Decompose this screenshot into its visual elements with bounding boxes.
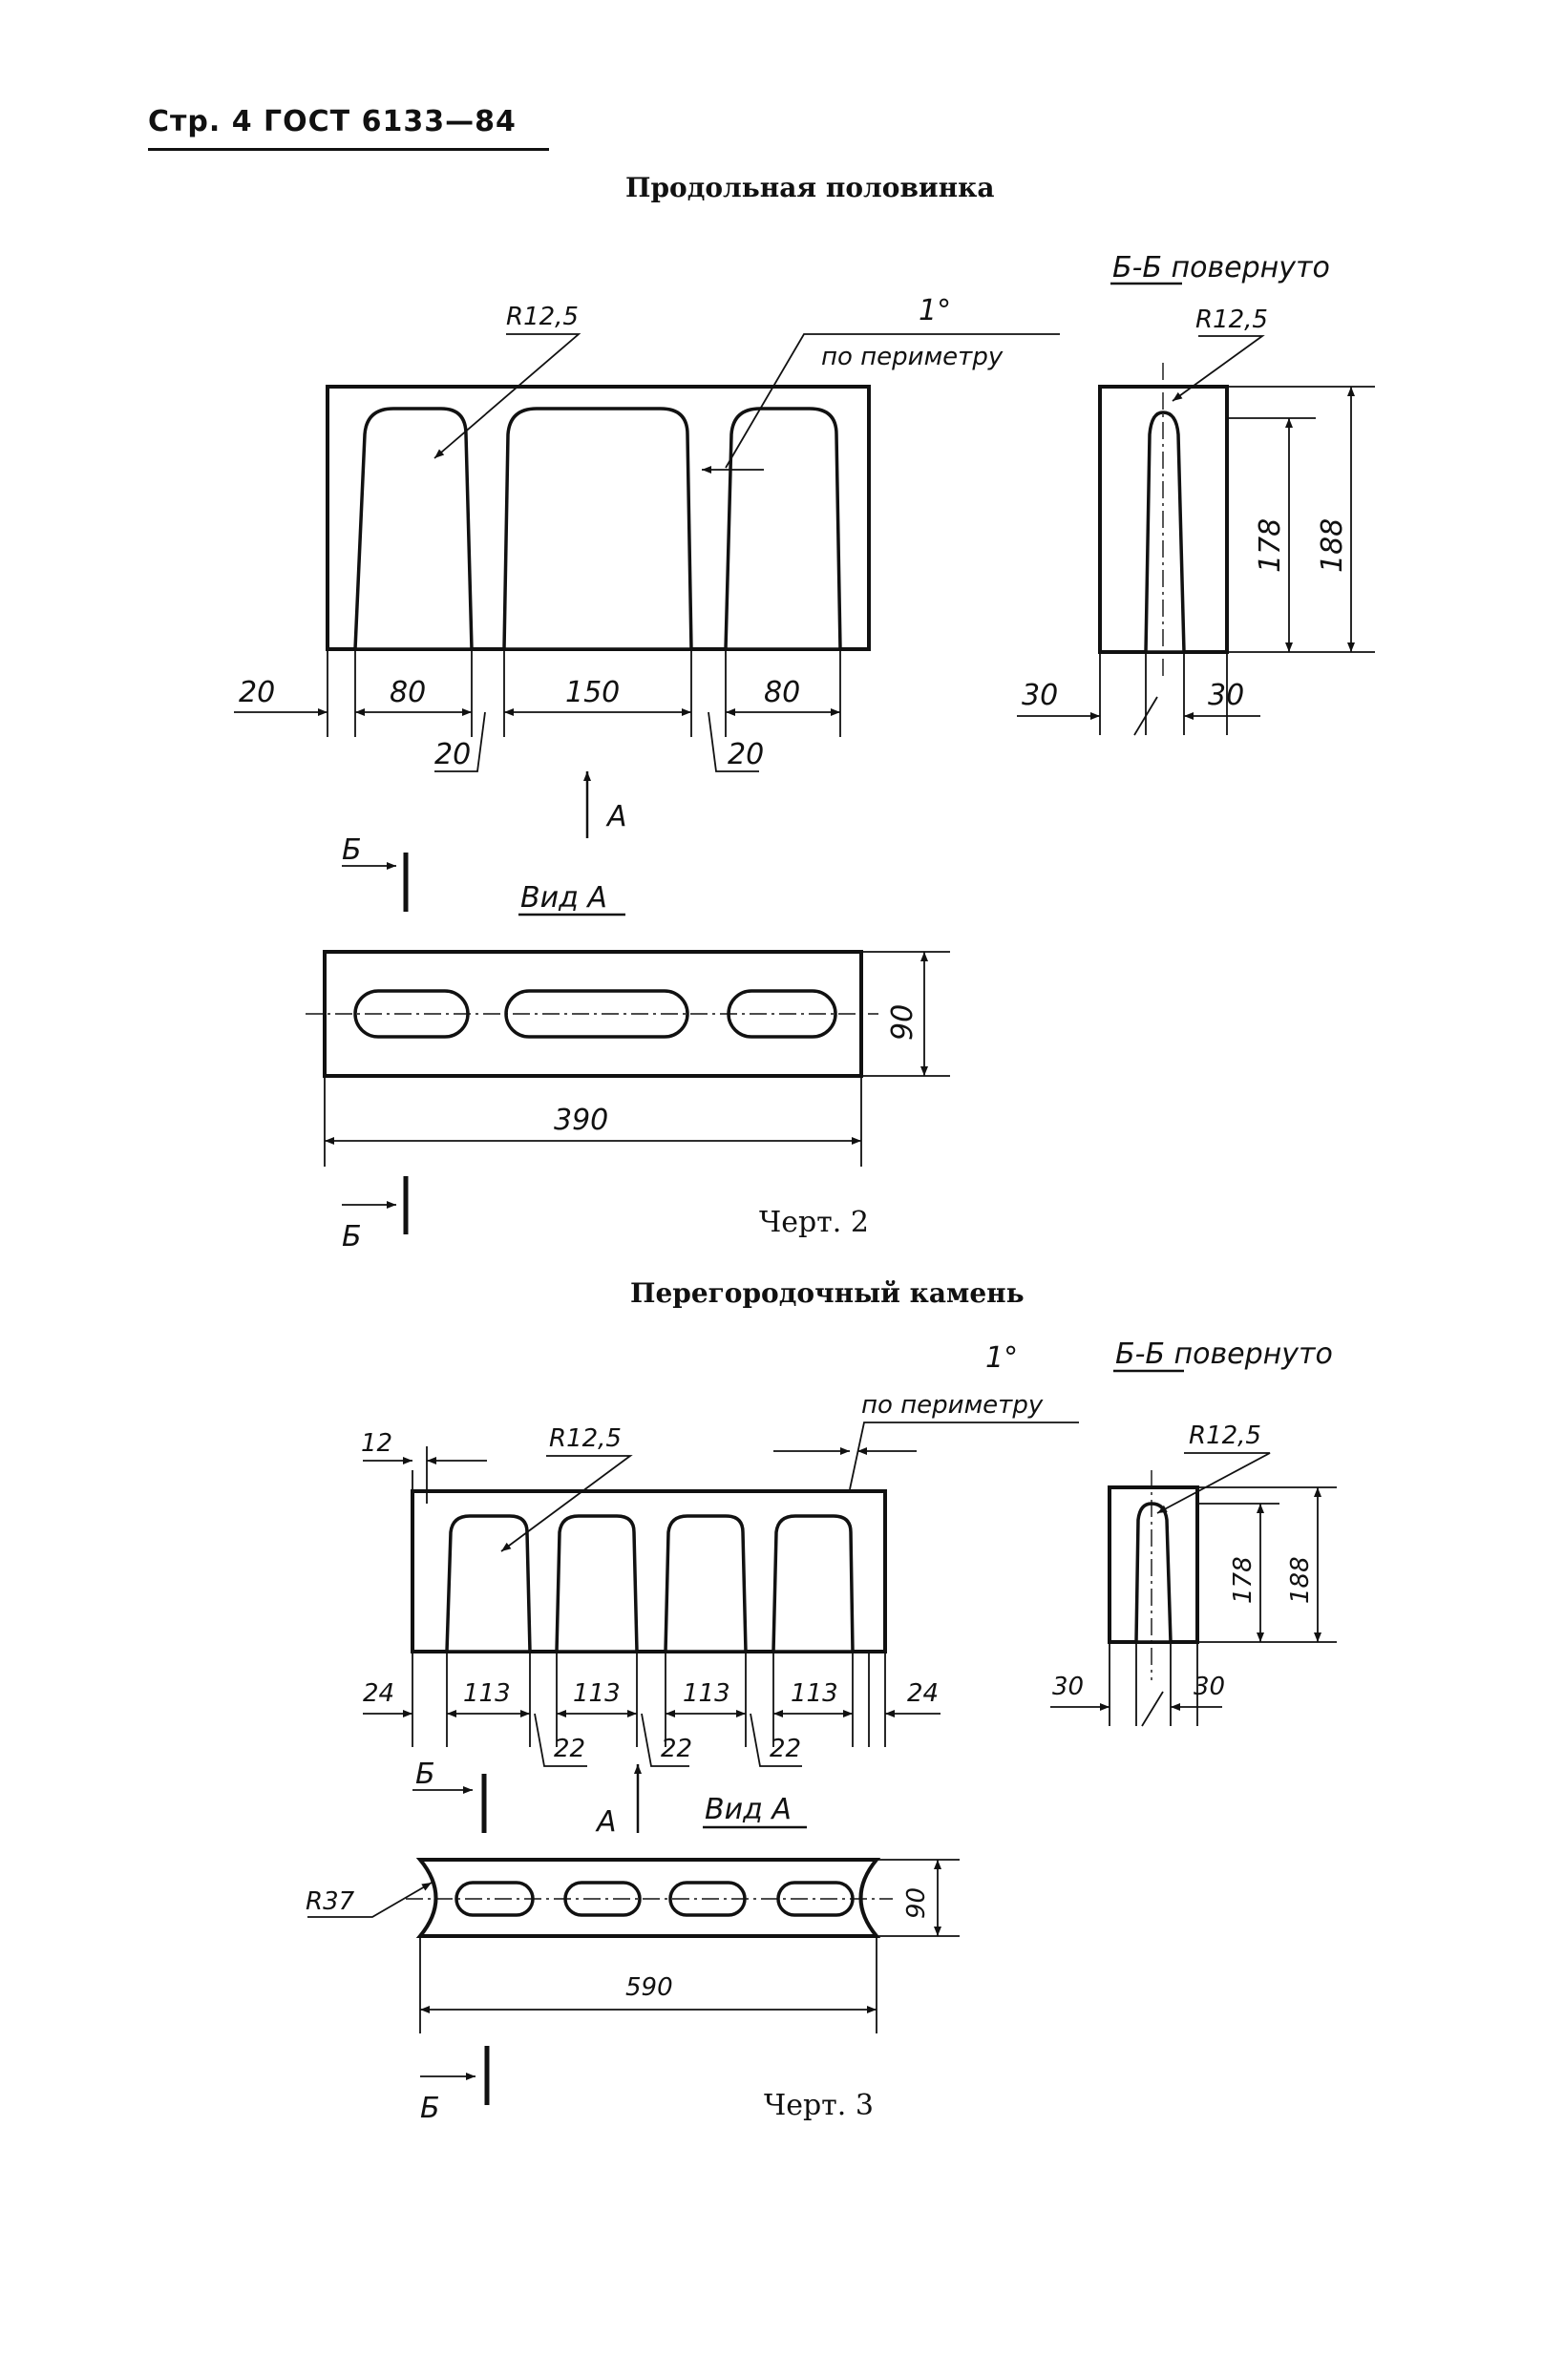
figure2-plan-dim-depth: 90 xyxy=(886,1004,919,1041)
figure3-plan-dim-width: 590 xyxy=(625,1973,673,2002)
figure2-section-radius-label: R12,5 xyxy=(1195,305,1268,334)
figure2-dim-rib-1: 20 xyxy=(434,738,471,771)
figure2-dim-rib-2: 20 xyxy=(728,738,764,771)
figure3-front-section: 12 R12,5 1° по периметру 24 113 113 113 … xyxy=(361,1341,1079,1767)
figure3-slope-angle: 1° xyxy=(985,1341,1018,1375)
figure2-section-dim-178: 178 xyxy=(1254,518,1287,573)
figure2-section-bb: Б-Б повернуто R12,5 178 188 30 30 xyxy=(1017,251,1375,736)
figure3-body xyxy=(411,1489,887,1653)
figure2-radius-label: R12,5 xyxy=(506,303,579,331)
figure3-void-2 xyxy=(555,1514,639,1653)
figure3-dim-top: 12 xyxy=(361,1429,392,1458)
figure2-section-dim-188: 188 xyxy=(1316,518,1349,573)
figure3-section-void xyxy=(1134,1502,1173,1644)
figure2-title: Продольная половинка xyxy=(625,172,995,203)
figure2-slope-angle: 1° xyxy=(919,294,951,327)
figure2-dim-edge: 20 xyxy=(239,676,275,709)
figure2-dim-void-2: 150 xyxy=(565,676,620,709)
figure2-section-label: Б-Б повернуто xyxy=(1112,251,1330,284)
figure3-void-4 xyxy=(772,1514,855,1653)
figure3-dim-void-3: 113 xyxy=(683,1679,730,1708)
figure2-void-2 xyxy=(502,407,693,651)
figure3-section-radius-label: R12,5 xyxy=(1189,1422,1261,1450)
figure2-dim-void-3: 80 xyxy=(764,676,800,709)
figure2-void-3 xyxy=(724,407,842,651)
figure3-dim-rib-3: 22 xyxy=(770,1735,801,1763)
figure3-section-label: Б-Б повернуто xyxy=(1115,1337,1333,1371)
figure3-radius-label: R12,5 xyxy=(549,1424,622,1453)
figure2-front-section: 20 80 150 80 20 20 R12,5 1° по периметру… xyxy=(234,294,1060,838)
figure2-cut-label-bottom: Б xyxy=(342,1220,362,1253)
figure2-view-label: Вид А xyxy=(520,881,607,915)
figure3-section-dim-178: 178 xyxy=(1229,1556,1258,1604)
figure3-caption: Черт. 3 xyxy=(764,2089,874,2122)
figure2-plan-dim-width: 390 xyxy=(554,1104,608,1137)
figure3-section-dim-188: 188 xyxy=(1286,1556,1315,1604)
figure2-dim-void-1: 80 xyxy=(390,676,426,709)
figure3-dim-edge-right: 24 xyxy=(907,1679,939,1708)
figure2-plan-view: Вид А Б Б 90 390 xyxy=(306,833,950,1253)
figure3-dim-rib-2: 22 xyxy=(661,1735,692,1763)
figure3-dim-void-1: 113 xyxy=(463,1679,511,1708)
figure3-cut-label-bottom: Б xyxy=(420,2092,440,2125)
page-header: Стр. 4 ГОСТ 6133—84 xyxy=(148,105,517,138)
figure2-section-void xyxy=(1144,411,1186,654)
figure2-cut-label-top: Б xyxy=(342,833,362,867)
figure3-end-radius-label: R37 xyxy=(306,1887,355,1916)
figure3-dim-void-4: 113 xyxy=(791,1679,838,1708)
figure3-section-dim-30-right: 30 xyxy=(1194,1673,1225,1701)
figure3-dim-rib-1: 22 xyxy=(554,1735,585,1763)
figure3-cut-label-top: Б xyxy=(415,1758,435,1791)
figure3-view-label: Вид А xyxy=(705,1793,792,1826)
figure2-section-dim-30-left: 30 xyxy=(1022,679,1058,712)
figure3-void-3 xyxy=(664,1514,748,1653)
figure3-title: Перегородочный камень xyxy=(630,1277,1025,1309)
figure3-section-bb: Б-Б повернуто R12,5 178 188 30 30 xyxy=(1050,1337,1337,1727)
figure2-void-1 xyxy=(353,407,474,651)
figure3-view-arrow-label: А xyxy=(595,1805,617,1839)
figure3-section-dim-30-left: 30 xyxy=(1052,1673,1084,1701)
figure3-dim-edge-left: 24 xyxy=(363,1679,394,1708)
figure3-plan-dim-depth: 90 xyxy=(902,1887,931,1919)
figure3-dim-void-2: 113 xyxy=(573,1679,621,1708)
figure2-view-arrow-label: А xyxy=(605,800,627,833)
header-rule xyxy=(148,148,549,151)
figure2-slope-note: по периметру xyxy=(821,343,1004,371)
figure3-plan-view: Б А Вид А R37 90 590 Б xyxy=(306,1758,960,2125)
figure2-caption: Черт. 2 xyxy=(759,1206,869,1239)
figure2-section-dim-30-right: 30 xyxy=(1208,679,1244,712)
figure3-slope-note: по периметру xyxy=(861,1391,1044,1420)
figure3-void-1 xyxy=(445,1514,532,1653)
